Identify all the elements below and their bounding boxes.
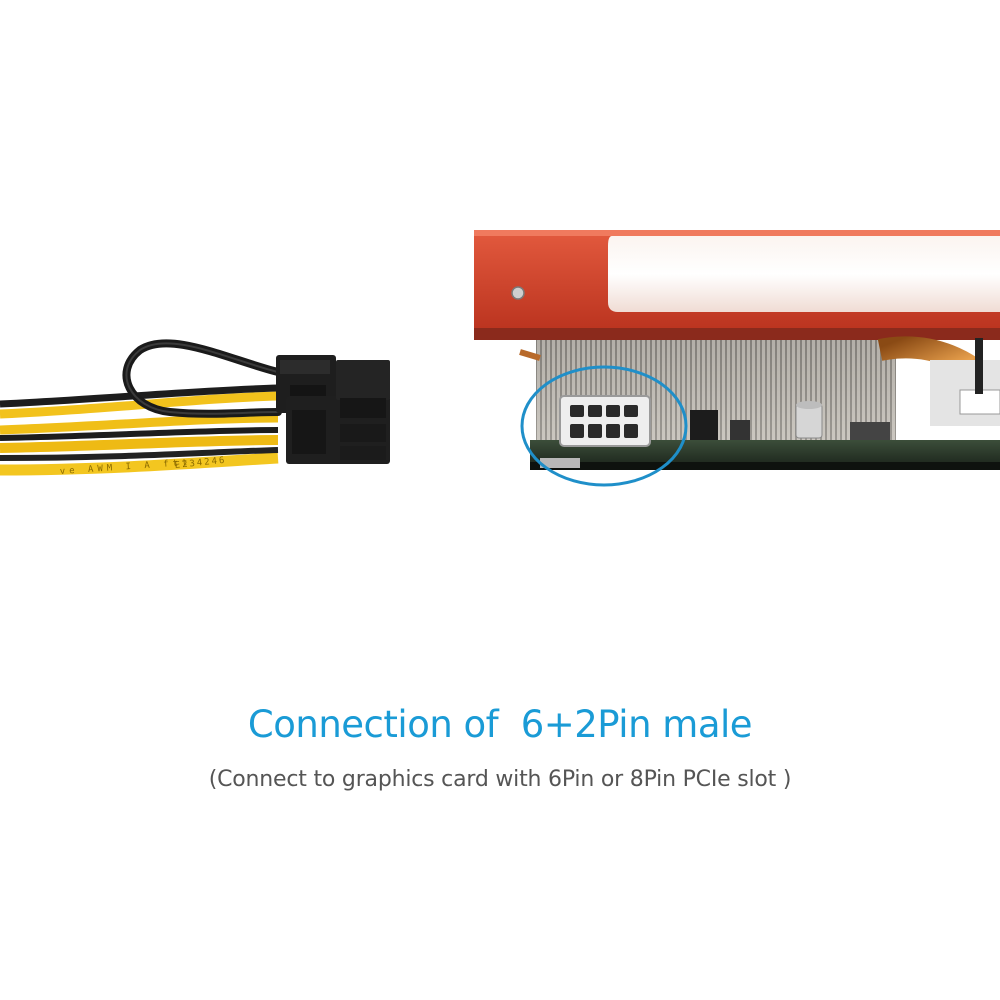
card-8pin-socket <box>559 395 651 447</box>
caption-subtitle: (Connect to graphics card with 6Pin or 8… <box>208 767 792 792</box>
capacitor <box>795 403 823 439</box>
connector-6pin <box>286 360 390 464</box>
screw-icon <box>511 286 525 300</box>
highlight-circle <box>520 365 688 487</box>
cable-print-left: ve AWM I A ftt <box>60 458 192 477</box>
pcie-cable: ve AWM I A ftt E234246 <box>0 339 390 477</box>
graphics-card <box>474 230 1000 487</box>
caption-title: Connection of 6+2Pin male <box>247 703 753 746</box>
